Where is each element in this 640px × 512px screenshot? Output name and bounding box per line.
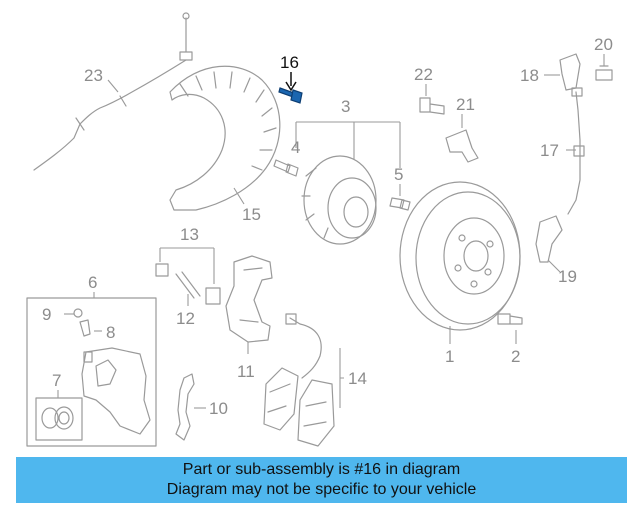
part-23-abs-sensor-wire[interactable] bbox=[33, 12, 193, 171]
part-21-wheel-speed-sensor[interactable] bbox=[445, 129, 479, 163]
callout-10: 10 bbox=[209, 399, 228, 418]
parts-diagram: 23 15 16 3 4 5 22 21 bbox=[26, 12, 613, 447]
callout-18: 18 bbox=[520, 66, 539, 85]
part-4-bolt[interactable] bbox=[273, 159, 299, 177]
callout-23: 23 bbox=[84, 66, 103, 85]
banner-line-1: Part or sub-assembly is #16 in diagram bbox=[182, 461, 461, 478]
callout-3: 3 bbox=[341, 97, 350, 116]
info-banner: Part or sub-assembly is #16 in diagram D… bbox=[16, 457, 627, 503]
brake-caliper[interactable] bbox=[81, 347, 151, 435]
part-17-brake-hose[interactable] bbox=[567, 87, 585, 215]
part-16-bolt[interactable] bbox=[278, 87, 303, 104]
part-20-clip[interactable] bbox=[595, 65, 613, 81]
wheel-hub[interactable] bbox=[301, 155, 377, 245]
callout-2: 2 bbox=[511, 347, 520, 366]
callout-9: 9 bbox=[42, 305, 51, 324]
callout-12: 12 bbox=[176, 309, 195, 328]
part-7-piston-seal-kit[interactable] bbox=[41, 406, 74, 430]
part-22-bolt[interactable] bbox=[419, 97, 445, 115]
part-11-caliper-bracket[interactable] bbox=[225, 255, 273, 343]
part-18-bracket[interactable] bbox=[559, 53, 581, 91]
callout-22: 22 bbox=[414, 65, 433, 84]
callout-19: 19 bbox=[558, 267, 577, 286]
callout-20: 20 bbox=[594, 35, 613, 54]
caliper-assembly-box bbox=[26, 297, 157, 447]
callout-14: 14 bbox=[348, 369, 367, 388]
part-8-bleeder-screw[interactable] bbox=[79, 319, 91, 337]
callout-11: 11 bbox=[237, 362, 255, 381]
part-9-bleeder-cap[interactable] bbox=[73, 308, 83, 318]
callout-21: 21 bbox=[456, 95, 475, 114]
part-19-bracket[interactable] bbox=[535, 215, 563, 263]
part-5-bolt[interactable] bbox=[389, 197, 411, 211]
part-13-guide-pins[interactable] bbox=[155, 263, 221, 305]
part-7-seal-kit-box bbox=[35, 397, 83, 441]
part-15-splash-shield[interactable] bbox=[169, 65, 281, 211]
part-2-bolt[interactable] bbox=[497, 313, 523, 325]
banner-line-2: Diagram may not be specific to your vehi… bbox=[166, 481, 477, 498]
part-14-brake-pads[interactable] bbox=[263, 367, 335, 447]
callout-17: 17 bbox=[540, 141, 559, 160]
callout-13: 13 bbox=[180, 225, 199, 244]
part-10-spring-clip[interactable] bbox=[175, 373, 195, 441]
callout-4: 4 bbox=[291, 138, 300, 157]
callout-8: 8 bbox=[106, 323, 115, 342]
callout-6: 6 bbox=[88, 273, 97, 292]
brake-wear-sensor[interactable] bbox=[285, 313, 322, 379]
callout-5: 5 bbox=[394, 165, 403, 184]
callout-1: 1 bbox=[445, 347, 454, 366]
callout-7: 7 bbox=[52, 371, 61, 390]
callout-16: 16 bbox=[280, 53, 299, 72]
callout-15: 15 bbox=[242, 205, 261, 224]
part-1-brake-rotor[interactable] bbox=[399, 181, 521, 331]
